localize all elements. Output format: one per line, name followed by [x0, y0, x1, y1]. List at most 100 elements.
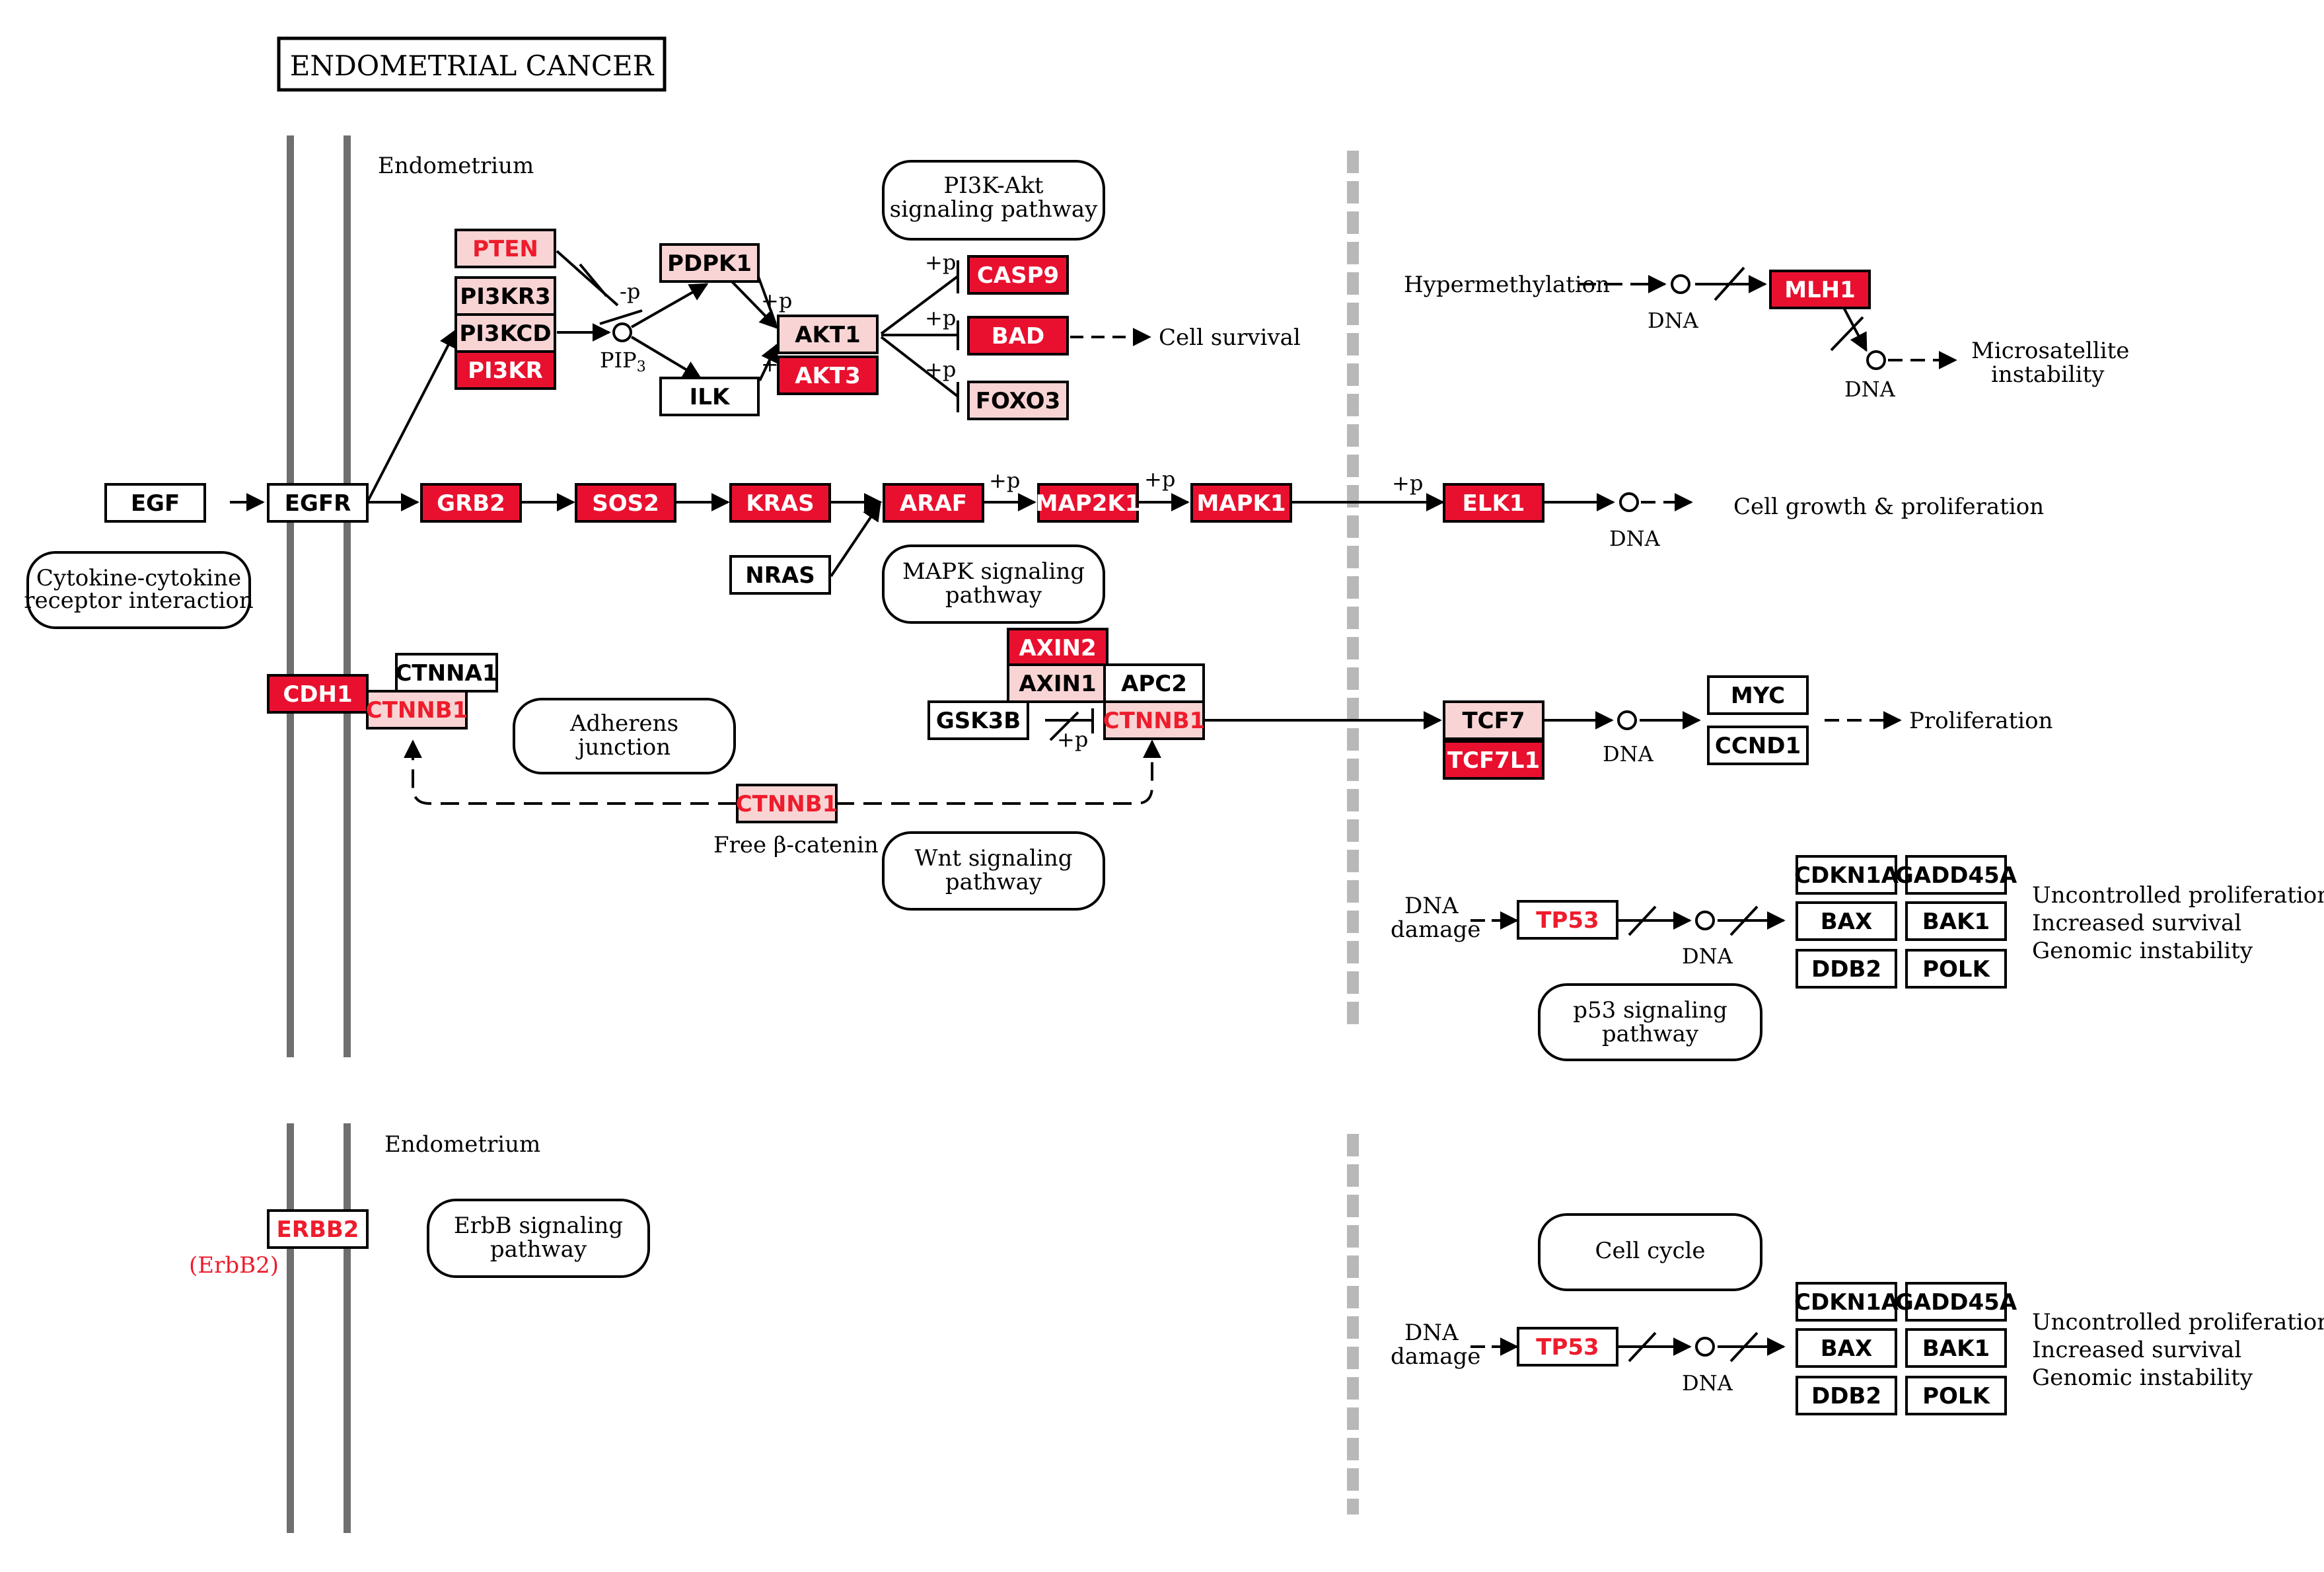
svg-text:BAK1: BAK1: [1922, 1335, 1990, 1362]
dna-node-tcf: [1617, 710, 1637, 730]
svg-text:MLH1: MLH1: [1784, 277, 1856, 303]
svg-text:CTNNA1: CTNNA1: [395, 660, 497, 687]
plus-p-label: +p: [925, 305, 956, 330]
pathway-p53-link[interactable]: p53 signaling pathway: [1538, 983, 1762, 1061]
gene-kras[interactable]: KRAS: [729, 483, 831, 523]
gene-erbb2[interactable]: ERBB2: [267, 1209, 369, 1249]
gene-tcf7l1[interactable]: TCF7L1: [1443, 740, 1544, 780]
gene-foxo3[interactable]: FOXO3: [967, 381, 1069, 420]
svg-text:AKT3: AKT3: [795, 363, 861, 389]
p53-targets-b: CDKN1A GADD45A BAX BAK1 DDB2 POLK: [1794, 1282, 2017, 1415]
plus-p-label: +p: [1144, 467, 1175, 492]
gene-bad[interactable]: BAD: [967, 316, 1069, 356]
gene-gadd45a[interactable]: GADD45A: [1895, 855, 2017, 895]
minus-p-label: -p: [620, 279, 640, 304]
dna-damage-label-2: damage: [1391, 917, 1480, 943]
svg-text:PDPK1: PDPK1: [667, 250, 752, 277]
svg-text:BAX: BAX: [1821, 1335, 1872, 1362]
svg-text:Cytokine-cytokine: Cytokine-cytokine: [36, 565, 241, 591]
membrane-top: [287, 135, 351, 1057]
gene-egfr[interactable]: EGFR: [267, 483, 369, 523]
svg-text:AXIN2: AXIN2: [1019, 635, 1096, 661]
dna-node-hypermethylation: [1671, 274, 1690, 294]
free-beta-catenin-label: Free β-catenin: [713, 832, 879, 858]
gene-egf[interactable]: EGF: [104, 483, 206, 523]
gene-ctnnb1-cyto[interactable]: CTNNB1: [1103, 700, 1206, 740]
gene-axin1[interactable]: AXIN1: [1007, 663, 1108, 703]
svg-text:EGFR: EGFR: [285, 490, 351, 517]
gene-ddb2[interactable]: DDB2: [1796, 949, 1897, 989]
pathway-wnt-link[interactable]: Wnt signaling pathway: [882, 831, 1105, 911]
pathway-pi3k-akt-link[interactable]: PI3K-Akt signaling pathway: [882, 160, 1105, 241]
gene-mlh1[interactable]: MLH1: [1769, 270, 1871, 309]
plus-p-label: +p: [1057, 727, 1088, 752]
svg-text:ErbB signaling: ErbB signaling: [454, 1213, 623, 1239]
gene-cdh1[interactable]: CDH1: [267, 674, 369, 714]
gene-cdkn1a[interactable]: CDKN1A: [1794, 855, 1899, 895]
gene-tp53-b[interactable]: TP53: [1517, 1327, 1618, 1366]
gene-bax[interactable]: BAX: [1796, 1328, 1897, 1368]
annotations: PIP3 -p +p + +p +p +p Cell survival Hype…: [189, 250, 2324, 1396]
dna-node-p53-b: [1695, 1337, 1715, 1357]
gene-myc[interactable]: MYC: [1707, 675, 1809, 715]
gene-ctnna1[interactable]: CTNNA1: [395, 653, 498, 692]
gene-gsk3b[interactable]: GSK3B: [927, 700, 1029, 740]
gene-pdpk1[interactable]: PDPK1: [659, 243, 760, 283]
svg-text:GADD45A: GADD45A: [1895, 1289, 2017, 1316]
gene-pi3kr[interactable]: PI3KR: [454, 350, 556, 390]
endometrium-label-bottom: Endometrium: [384, 1131, 540, 1158]
gene-tp53-a[interactable]: TP53: [1517, 900, 1618, 940]
svg-text:TCF7: TCF7: [1462, 708, 1525, 734]
pathway-cell-cycle-link[interactable]: Cell cycle: [1538, 1213, 1762, 1291]
svg-text:GSK3B: GSK3B: [936, 708, 1021, 734]
svg-text:PI3K-Akt: PI3K-Akt: [943, 172, 1044, 199]
hypermethylation-label: Hypermethylation: [1404, 272, 1610, 298]
gene-bak1[interactable]: BAK1: [1905, 1328, 2007, 1368]
gene-ctnnb1-membrane[interactable]: CTNNB1: [366, 690, 468, 730]
gene-tcf7[interactable]: TCF7: [1443, 700, 1544, 740]
gene-casp9[interactable]: CASP9: [967, 255, 1069, 295]
gene-grb2[interactable]: GRB2: [420, 483, 522, 523]
gene-araf[interactable]: ARAF: [883, 483, 984, 523]
gene-axin2[interactable]: AXIN2: [1007, 628, 1108, 667]
gene-gadd45a[interactable]: GADD45A: [1895, 1282, 2017, 1322]
gene-pi3kcd[interactable]: PI3KCD: [454, 313, 556, 353]
svg-text:pathway: pathway: [490, 1236, 587, 1263]
dna-label: DNA: [1648, 308, 1699, 333]
gene-akt1[interactable]: AKT1: [777, 315, 879, 354]
gene-ilk[interactable]: ILK: [659, 377, 760, 416]
gene-ccnd1[interactable]: CCND1: [1707, 726, 1809, 765]
pathway-cytokine-link[interactable]: Cytokine-cytokine receptor interaction: [24, 551, 254, 629]
svg-text:pathway: pathway: [1602, 1021, 1699, 1047]
cell-survival-label: Cell survival: [1159, 324, 1301, 351]
gene-bak1[interactable]: BAK1: [1905, 901, 2007, 941]
gene-bax[interactable]: BAX: [1796, 901, 1897, 941]
dna-label: DNA: [1682, 1370, 1733, 1396]
gene-apc2[interactable]: APC2: [1103, 663, 1205, 703]
gene-akt3[interactable]: AKT3: [777, 356, 879, 395]
dna-label: DNA: [1609, 526, 1661, 551]
title-box: ENDOMETRIAL CANCER: [277, 36, 667, 92]
gene-mapk1[interactable]: MAPK1: [1190, 483, 1292, 523]
gene-map2k1[interactable]: MAP2K1: [1036, 483, 1141, 523]
gene-cdkn1a[interactable]: CDKN1A: [1794, 1282, 1899, 1322]
gene-nras[interactable]: NRAS: [729, 555, 831, 595]
svg-text:ARAF: ARAF: [900, 490, 967, 517]
svg-text:PTEN: PTEN: [472, 236, 538, 262]
pathway-adherens-link[interactable]: Adherens junction: [513, 698, 736, 774]
svg-text:CTNNB1: CTNNB1: [1103, 708, 1206, 734]
gene-polk[interactable]: POLK: [1905, 949, 2007, 989]
gene-elk1[interactable]: ELK1: [1443, 483, 1544, 523]
gene-pi3kr3[interactable]: PI3KR3: [454, 276, 556, 316]
svg-text:CDKN1A: CDKN1A: [1794, 1289, 1899, 1316]
gene-pten[interactable]: PTEN: [454, 229, 556, 268]
gene-ctnnb1-free[interactable]: CTNNB1: [736, 784, 838, 823]
svg-text:SOS2: SOS2: [592, 490, 659, 517]
gene-ddb2[interactable]: DDB2: [1796, 1376, 1897, 1415]
pathway-mapk-link[interactable]: MAPK signaling pathway: [882, 544, 1105, 624]
pathway-erbb-link[interactable]: ErbB signaling pathway: [427, 1199, 650, 1278]
gene-polk[interactable]: POLK: [1905, 1376, 2007, 1415]
svg-text:MAPK1: MAPK1: [1196, 490, 1286, 517]
gene-sos2[interactable]: SOS2: [575, 483, 676, 523]
